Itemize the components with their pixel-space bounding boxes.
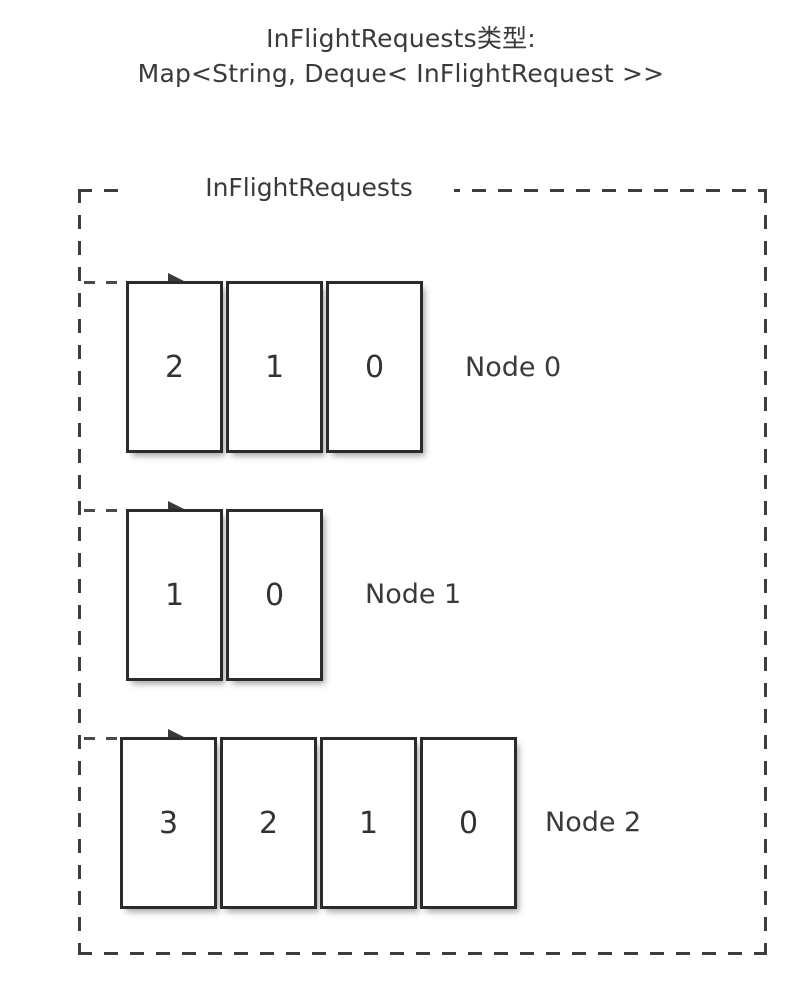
container-border-top-right [368,189,767,192]
deque-row-0: 2 1 0 [126,281,423,453]
deque-row-1: 1 0 [126,509,323,681]
inflight-requests-container: InFlightRequests 2 1 0 Node 0 1 0 Node 1 [78,173,767,955]
title-line-2: Map<String, Deque< InFlightRequest >> [137,58,665,88]
container-border-left [78,189,81,955]
deque-cell[interactable]: 0 [226,509,323,681]
node-label: Node 0 [465,352,562,383]
node-label: Node 1 [365,579,462,610]
node-label: Node 2 [545,807,642,838]
deque-cell[interactable]: 1 [320,737,417,909]
deque-row-2: 3 2 1 0 [120,737,517,909]
deque-cell[interactable]: 3 [120,737,217,909]
deque-cell[interactable]: 0 [326,281,423,453]
diagram-title: InFlightRequests类型: Map<String, Deque< I… [0,22,802,91]
deque-cell[interactable]: 2 [126,281,223,453]
container-border-right [764,189,767,955]
deque-cell[interactable]: 0 [420,737,517,909]
deque-cell[interactable]: 2 [220,737,317,909]
container-border-top-left [78,189,130,192]
deque-cell[interactable]: 1 [226,281,323,453]
title-line-1: InFlightRequests类型: [266,24,536,53]
container-border-bottom [78,952,767,955]
deque-cell[interactable]: 1 [126,509,223,681]
container-label: InFlightRequests [164,173,454,202]
